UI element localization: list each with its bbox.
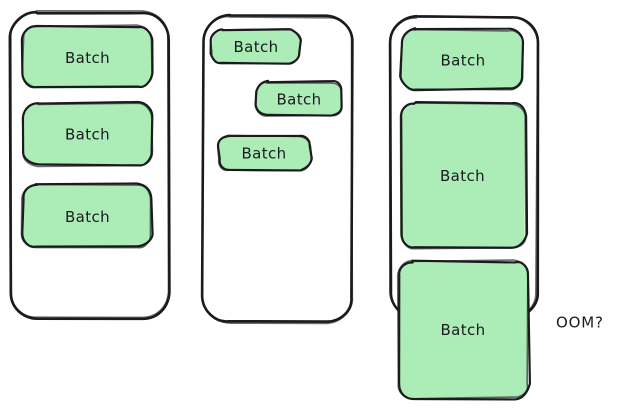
oom-warning-label: OOM? bbox=[556, 314, 604, 332]
uniform-batches-container-frame-outline bbox=[9, 10, 170, 319]
batch-label: Batch bbox=[440, 52, 485, 70]
batch-label: Batch bbox=[233, 38, 278, 56]
batch-box-1-1-fill bbox=[22, 26, 153, 89]
batch-box-3-2-outline bbox=[399, 102, 527, 250]
batch-box-2-3[interactable]: Batch bbox=[216, 134, 313, 172]
batch-box-1-3-outline bbox=[20, 183, 152, 249]
batch-box-1-3[interactable]: Batch bbox=[20, 182, 154, 249]
batch-box-2-2[interactable]: Batch bbox=[254, 79, 343, 117]
batch-box-1-2-fill bbox=[23, 102, 153, 165]
batch-label: Batch bbox=[276, 91, 321, 109]
batch-label: Batch bbox=[65, 49, 110, 67]
batch-box-1-2[interactable]: Batch bbox=[21, 100, 154, 168]
batch-box-3-2[interactable]: Batch bbox=[399, 101, 529, 250]
batch-box-1-2-outline bbox=[21, 102, 154, 168]
batch-box-3-3-outline bbox=[396, 259, 529, 400]
batch-box-1-3-fill bbox=[22, 185, 153, 249]
batch-box-2-2-fill bbox=[255, 81, 343, 116]
batch-box-3-1-fill bbox=[401, 29, 525, 91]
batch-box-3-1-outline bbox=[400, 28, 525, 91]
batch-box-2-3-fill bbox=[217, 135, 311, 171]
batch-box-2-2-outline bbox=[254, 81, 343, 117]
batch-box-1-1[interactable]: Batch bbox=[20, 24, 154, 89]
small-staggered-batches-container-frame-outline bbox=[201, 15, 354, 325]
batch-box-2-1[interactable]: Batch bbox=[209, 28, 302, 65]
batch-box-1-1-outline bbox=[21, 24, 153, 89]
batch-box-3-1[interactable]: Batch bbox=[399, 27, 525, 92]
batch-label: Batch bbox=[440, 321, 485, 339]
batch-box-2-1-fill bbox=[211, 29, 301, 64]
batch-box-3-3[interactable]: Batch bbox=[396, 259, 532, 401]
batch-box-3-3-fill bbox=[397, 261, 528, 399]
batch-box-3-2-fill bbox=[399, 102, 525, 248]
batch-label: Batch bbox=[440, 167, 485, 185]
batch-label: Batch bbox=[65, 126, 110, 144]
batch-label: Batch bbox=[65, 208, 110, 226]
batch-label: Batch bbox=[241, 145, 286, 163]
batch-box-2-3-outline bbox=[216, 134, 312, 172]
batch-box-2-1-outline bbox=[209, 28, 302, 65]
